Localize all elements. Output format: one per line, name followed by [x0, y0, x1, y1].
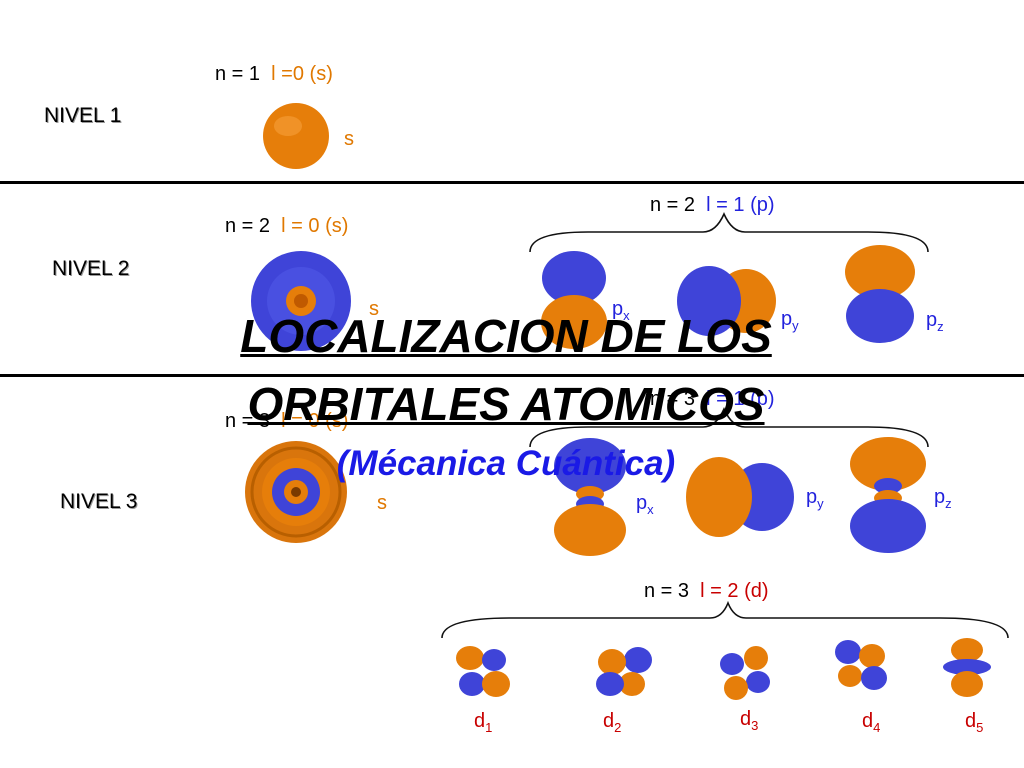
orbital-3s-label: s: [377, 492, 387, 515]
quantum-l: l = 1 (p): [706, 194, 774, 216]
page-subtitle: (Mécanica Cuántica): [0, 444, 1012, 484]
orbital-3pz-label: pz: [934, 486, 952, 511]
quantum-l: l =0 (s): [271, 63, 333, 85]
quantum-n: n = 1: [215, 63, 260, 85]
orbital-3py-label: py: [806, 486, 824, 511]
level-2-label: NIVEL 2: [52, 257, 129, 281]
level-2-p-header: n = 2 l = 1 (p): [650, 194, 775, 217]
quantum-n: n = 2: [225, 215, 270, 237]
quantum-n: n = 3: [644, 580, 689, 602]
brace-level3-d: [440, 600, 1010, 640]
orbital-3px-label: px: [636, 492, 654, 517]
orbital-1s: [262, 102, 330, 170]
orbital-3d4: [832, 638, 890, 694]
orbital-3d1-label: d1: [474, 710, 492, 735]
level-1-label: NIVEL 1: [44, 104, 121, 128]
orbital-3d3-label: d3: [740, 708, 758, 733]
orbital-1s-label: s: [344, 128, 354, 151]
orbital-3d5: [942, 636, 992, 698]
orbital-3d2: [592, 644, 654, 700]
orbital-3d4-label: d4: [862, 710, 880, 735]
divider-1: [0, 181, 1024, 184]
level-1-s-header: n = 1 l =0 (s): [215, 63, 333, 86]
quantum-l: l = 0 (s): [281, 215, 348, 237]
orbital-3d5-label: d5: [965, 710, 983, 735]
level-2-s-header: n = 2 l = 0 (s): [225, 215, 348, 238]
level-3-label: NIVEL 3: [60, 490, 137, 514]
orbital-3d3: [716, 644, 774, 702]
quantum-n: n = 2: [650, 194, 695, 216]
divider-2: [0, 374, 1024, 377]
orbital-3d1: [452, 644, 514, 700]
quantum-l: l = 2 (d): [700, 580, 768, 602]
page-title-line-2: ORBITALES ATOMICOS: [0, 378, 1012, 430]
page-title-line-1: LOCALIZACION DE LOS: [0, 310, 1012, 362]
level-3-d-header: n = 3 l = 2 (d): [644, 580, 769, 603]
orbital-3d2-label: d2: [603, 710, 621, 735]
